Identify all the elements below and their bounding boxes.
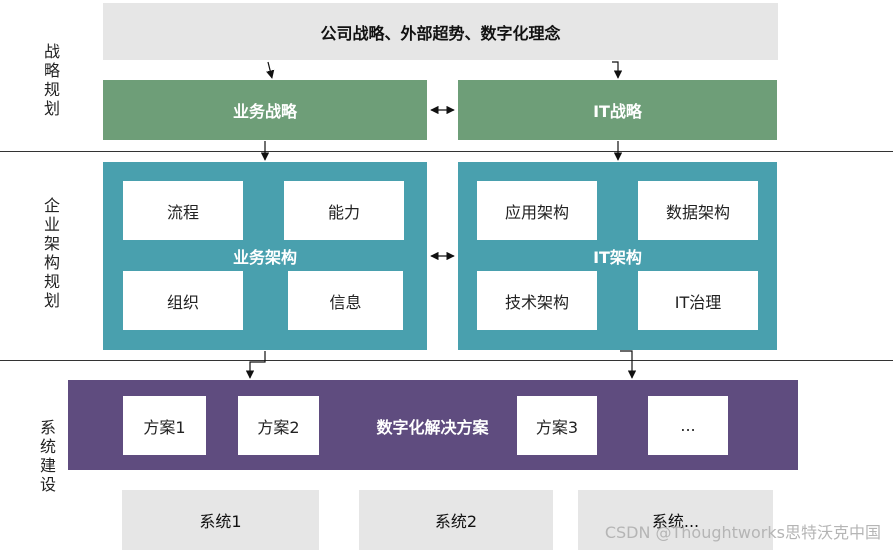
solution-more-box: ... [648,396,728,455]
business-strategy-label: 业务战略 [232,102,297,121]
it-strategy-label: IT战略 [593,102,642,121]
system-1-label: 系统1 [199,512,242,531]
section-label-system: 系统建设 [39,418,56,494]
watermark: CSDN @Thoughtworks思特沃克中国 [604,523,881,542]
solution-2-label: 方案2 [257,417,300,437]
divider-strategy-enterprise [0,151,893,152]
capability-label: 能力 [327,202,360,222]
capability-box: 能力 [284,181,404,240]
data-architecture-label: 数据架构 [665,202,730,222]
arrow-business-architecture-to-solutions [245,351,266,379]
system-2-label: 系统2 [434,512,478,531]
section-label-enterprise: 企业架构规划 [43,196,60,310]
top-context-box: 公司战略、外部超势、数字化理念 [103,3,778,60]
process-box: 流程 [123,181,243,240]
solution-2-box: 方案2 [238,396,319,455]
section-label-strategy: 战略规划 [43,42,60,118]
solution-1-box: 方案1 [123,396,206,455]
process-label: 流程 [166,202,199,222]
it-strategy-box: IT战略 [458,80,777,140]
system-2-box: 系统2 [359,490,553,550]
arrow-it-architecture-to-solutions [620,350,637,379]
system-more-box: 系统... [578,490,773,550]
business-architecture-title: 业务架构 [232,248,297,267]
information-box: 信息 [288,271,403,330]
technology-architecture-label: 技术架构 [504,292,569,312]
digital-solutions-title: 数字化解决方案 [376,417,489,437]
system-more-label: 系统... [651,512,700,531]
solution-1-label: 方案1 [143,417,186,437]
organization-label: 组织 [166,292,199,312]
information-label: 信息 [329,292,362,312]
arrow-top-to-business-strategy [266,61,275,79]
it-architecture-title: IT架构 [593,248,642,267]
data-architecture-box: 数据架构 [638,181,758,240]
application-architecture-label: 应用架构 [504,202,569,222]
solution-more-label: ... [680,416,696,435]
solution-3-label: 方案3 [535,417,579,437]
top-context-label: 公司战略、外部超势、数字化理念 [320,23,561,43]
system-1-box: 系统1 [122,490,319,550]
solution-3-box: 方案3 [517,396,597,455]
it-governance-label: IT治理 [674,292,722,312]
application-architecture-box: 应用架构 [477,181,597,240]
business-strategy-box: 业务战略 [103,80,427,140]
organization-box: 组织 [123,271,243,330]
divider-enterprise-system [0,360,893,361]
technology-architecture-box: 技术架构 [477,271,597,330]
it-governance-box: IT治理 [638,271,758,330]
arrow-top-to-it-strategy [612,61,623,79]
